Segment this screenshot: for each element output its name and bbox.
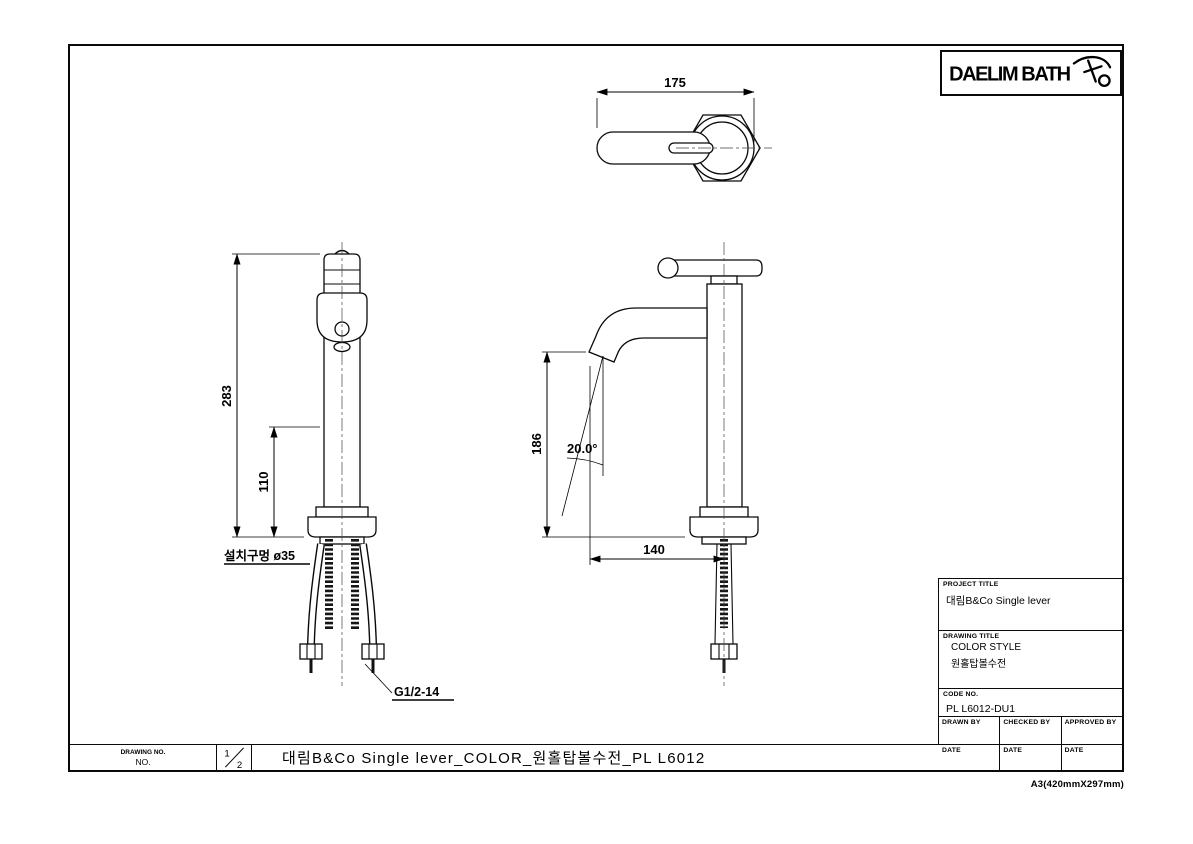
date-label: DATE	[942, 747, 961, 754]
drawn-by-cell: DRAWN BY	[939, 717, 1001, 744]
signoff-header-row: DRAWN BY CHECKED BY APPROVED BY	[939, 717, 1122, 745]
view-side: 20.0° 186 140	[529, 242, 763, 686]
drawing-title-text: 대림B&Co Single lever_COLOR_원홀탑볼수전_PL L601…	[282, 750, 706, 767]
drawing-title-line1: COLOR STYLE	[951, 642, 1022, 653]
sheet-total: 2	[237, 760, 242, 770]
footer-bar: DRAWING NO. NO. 1 2 대림B&Co Single lever_…	[70, 744, 942, 770]
date-label: DATE	[1064, 747, 1084, 754]
sheet-current: 1	[224, 749, 229, 760]
date-label: DATE	[1003, 747, 1023, 754]
code-no-value: PL L6012-DU1	[946, 703, 1016, 715]
drawing-title-line2: 원홀탑볼수전	[951, 659, 1007, 670]
view-front: 283 110 설치구멍 ø35 G1/2-14	[219, 242, 454, 701]
install-hole-note: 설치구멍 ø35	[224, 548, 295, 563]
view-top: 175	[596, 75, 772, 182]
drawing-no-value: NO.	[135, 756, 151, 767]
dim-spout-height: 186	[529, 433, 544, 455]
approved-by-cell: APPROVED BY	[1062, 717, 1122, 744]
code-no-label: CODE NO.	[943, 691, 979, 698]
technical-drawing-canvas: 175	[219, 75, 772, 701]
hose-nut-right	[361, 643, 385, 673]
lever-knob	[657, 257, 679, 279]
drawing-frame: 175	[68, 44, 1124, 772]
code-no-row: CODE NO. PL L6012-DU1	[939, 689, 1122, 717]
dim-total-height: 283	[219, 385, 234, 407]
spout-side	[588, 307, 708, 363]
dim-handle-length: 175	[664, 75, 686, 90]
body-column-side	[706, 283, 743, 508]
sheet-fraction: 1 2	[224, 747, 244, 770]
date-cell-1: DATE	[939, 745, 1001, 771]
approved-by-label: APPROVED BY	[1064, 719, 1117, 726]
base-flange	[307, 516, 377, 538]
date-cell-2: DATE	[1000, 745, 1062, 771]
drawing-title-label: DRAWING TITLE	[943, 633, 1000, 640]
checked-by-cell: CHECKED BY	[1000, 717, 1062, 744]
dim-lower-height: 110	[256, 472, 271, 493]
lever-slot	[668, 142, 714, 154]
hose-nut-left	[299, 643, 323, 673]
faucet-top-view-part	[596, 114, 761, 182]
drawing-no-label: DRAWING NO.	[120, 748, 166, 756]
faucet-front-view-part	[299, 249, 385, 673]
date-cell-3: DATE	[1062, 745, 1122, 771]
faucet-side-view-part	[588, 257, 763, 673]
brand-logo: DAELIM BATH	[949, 56, 1112, 87]
lever-handle-side	[668, 259, 763, 277]
drawn-by-label: DRAWN BY	[942, 719, 981, 726]
paper-size-note: A3(420mmX297mm)	[1030, 779, 1124, 790]
checked-by-label: CHECKED BY	[1003, 719, 1051, 726]
date-row: DATE DATE DATE	[939, 745, 1122, 771]
brand-mark-icon	[1072, 56, 1112, 87]
dim-spout-angle: 20.0°	[567, 441, 598, 456]
title-block: PROJECT TITLE 대림B&Co Single lever DRAWIN…	[938, 578, 1122, 771]
drawing-title-row: DRAWING TITLE COLOR STYLE 원홀탑볼수전	[939, 631, 1122, 689]
drawing-no-cell: DRAWING NO. NO.	[70, 745, 217, 770]
brand-logo-box: DAELIM BATH	[940, 50, 1122, 96]
project-title-value: 대림B&Co Single lever	[946, 595, 1051, 607]
thread-spec-note: G1/2-14	[394, 685, 439, 699]
brand-name-text: DAELIM BATH	[949, 64, 1071, 86]
project-title-row: PROJECT TITLE 대림B&Co Single lever	[939, 579, 1122, 631]
dim-spout-reach: 140	[643, 542, 665, 557]
project-title-label: PROJECT TITLE	[943, 581, 999, 588]
base-flange-side	[689, 516, 759, 538]
sheet-number-cell: 1 2	[217, 745, 252, 770]
